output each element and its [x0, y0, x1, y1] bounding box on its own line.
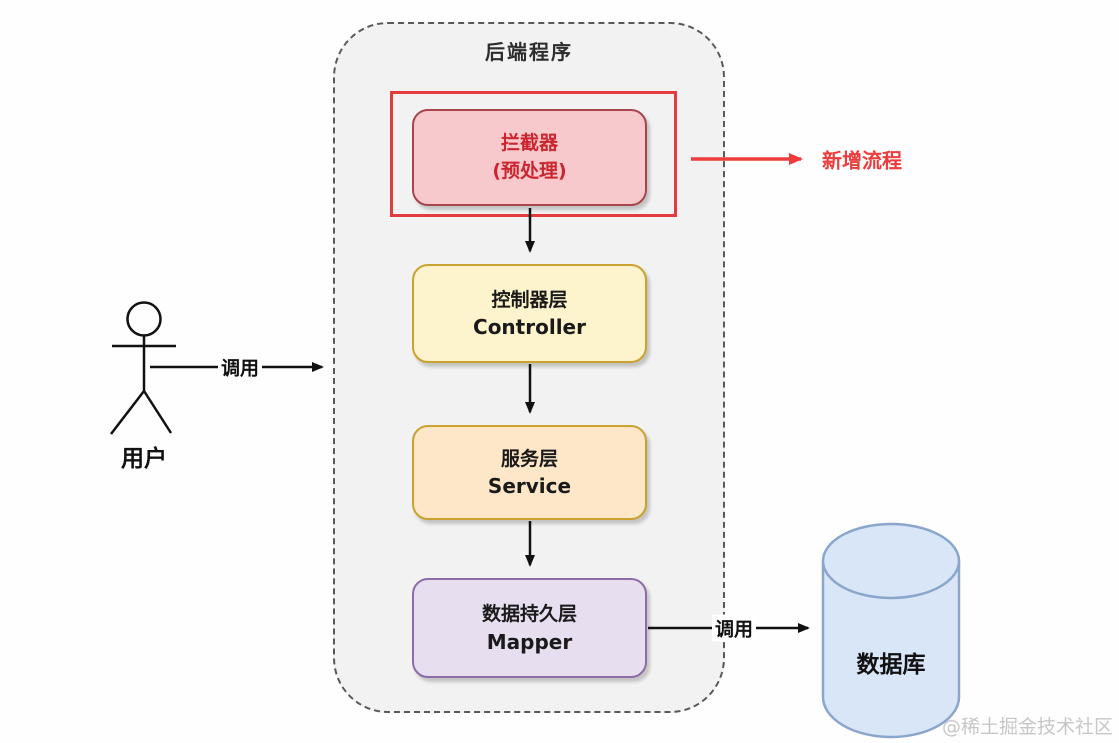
database-cylinder	[821, 522, 961, 739]
interceptor-label-line1: 拦截器	[500, 131, 558, 154]
service-label-en: Service	[487, 474, 572, 499]
new-flow-annotation: 新增流程	[822, 148, 902, 173]
database-label: 数据库	[856, 652, 926, 678]
node-service: 服务层 Service	[412, 425, 647, 520]
service-label-zh: 服务层	[500, 447, 558, 470]
controller-label-zh: 控制器层	[491, 288, 568, 311]
mapper-label-en: Mapper	[486, 629, 573, 654]
user-actor-figure	[110, 301, 176, 435]
user-actor-label: 用户	[121, 446, 167, 472]
backend-container-title: 后端程序	[485, 40, 573, 64]
watermark: @稀土掘金技术社区	[941, 716, 1113, 738]
mapper-label-zh: 数据持久层	[481, 603, 577, 626]
edge-label-db-call: 调用	[711, 614, 757, 642]
edge-label-user-call: 调用	[217, 353, 263, 381]
node-mapper: 数据持久层 Mapper	[412, 578, 647, 678]
node-controller: 控制器层 Controller	[412, 264, 647, 363]
new-flow-highlight-rect	[390, 91, 677, 217]
interceptor-label-line2: (预处理)	[492, 159, 567, 182]
controller-label-en: Controller	[473, 315, 586, 340]
node-interceptor: 拦截器 (预处理)	[412, 109, 647, 206]
